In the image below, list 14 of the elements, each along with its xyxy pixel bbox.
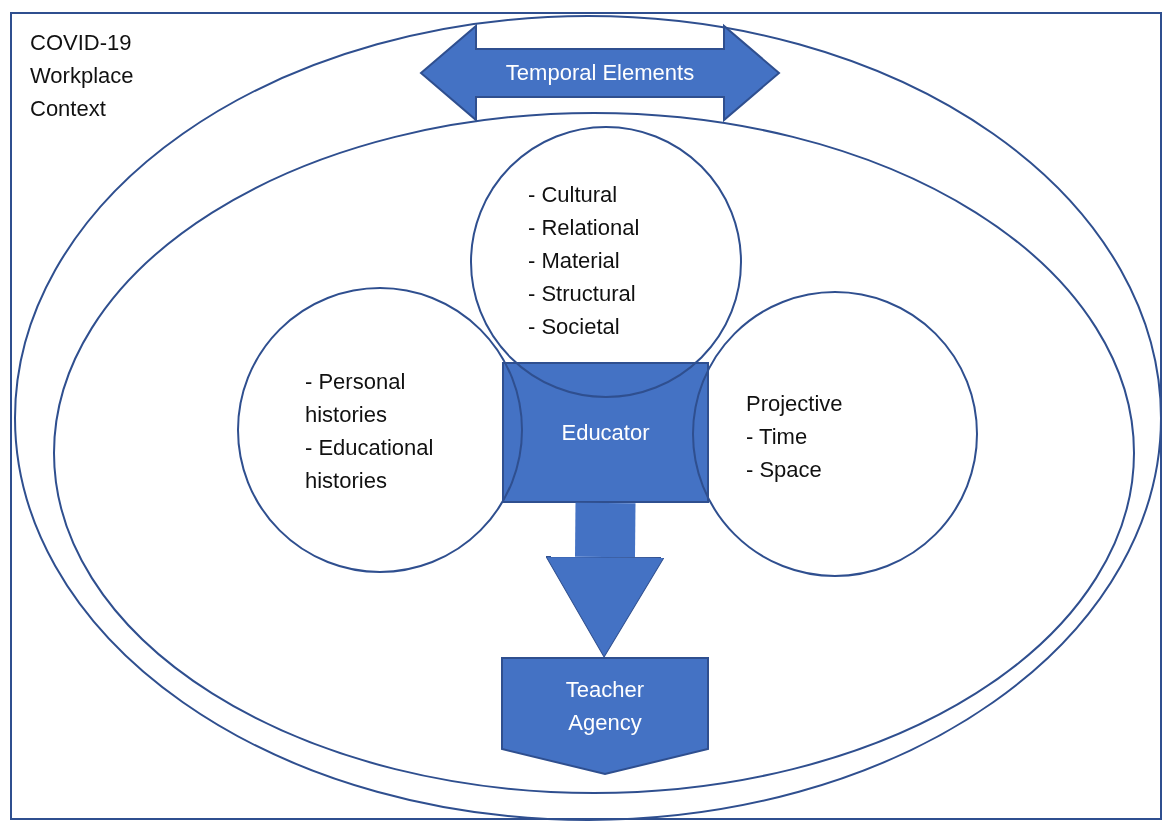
list-item: - Educational histories xyxy=(305,434,435,495)
list-item: - Time xyxy=(746,423,808,451)
list-item: Projective xyxy=(746,390,843,418)
list-item: - Relational xyxy=(528,214,640,242)
list-item: - Societal xyxy=(528,313,620,341)
node-label: Teacher Agency xyxy=(564,676,646,737)
list-item: - Structural xyxy=(528,280,636,308)
list-item: - Personal histories xyxy=(305,368,407,429)
list-item: - Material xyxy=(528,247,620,275)
list-item: - Cultural xyxy=(528,181,618,209)
node-label: Educator xyxy=(561,419,650,447)
list-item: - Space xyxy=(746,456,822,484)
node-label: Temporal Elements xyxy=(505,59,695,87)
context-label: COVID-19 Workplace Context xyxy=(30,29,135,123)
